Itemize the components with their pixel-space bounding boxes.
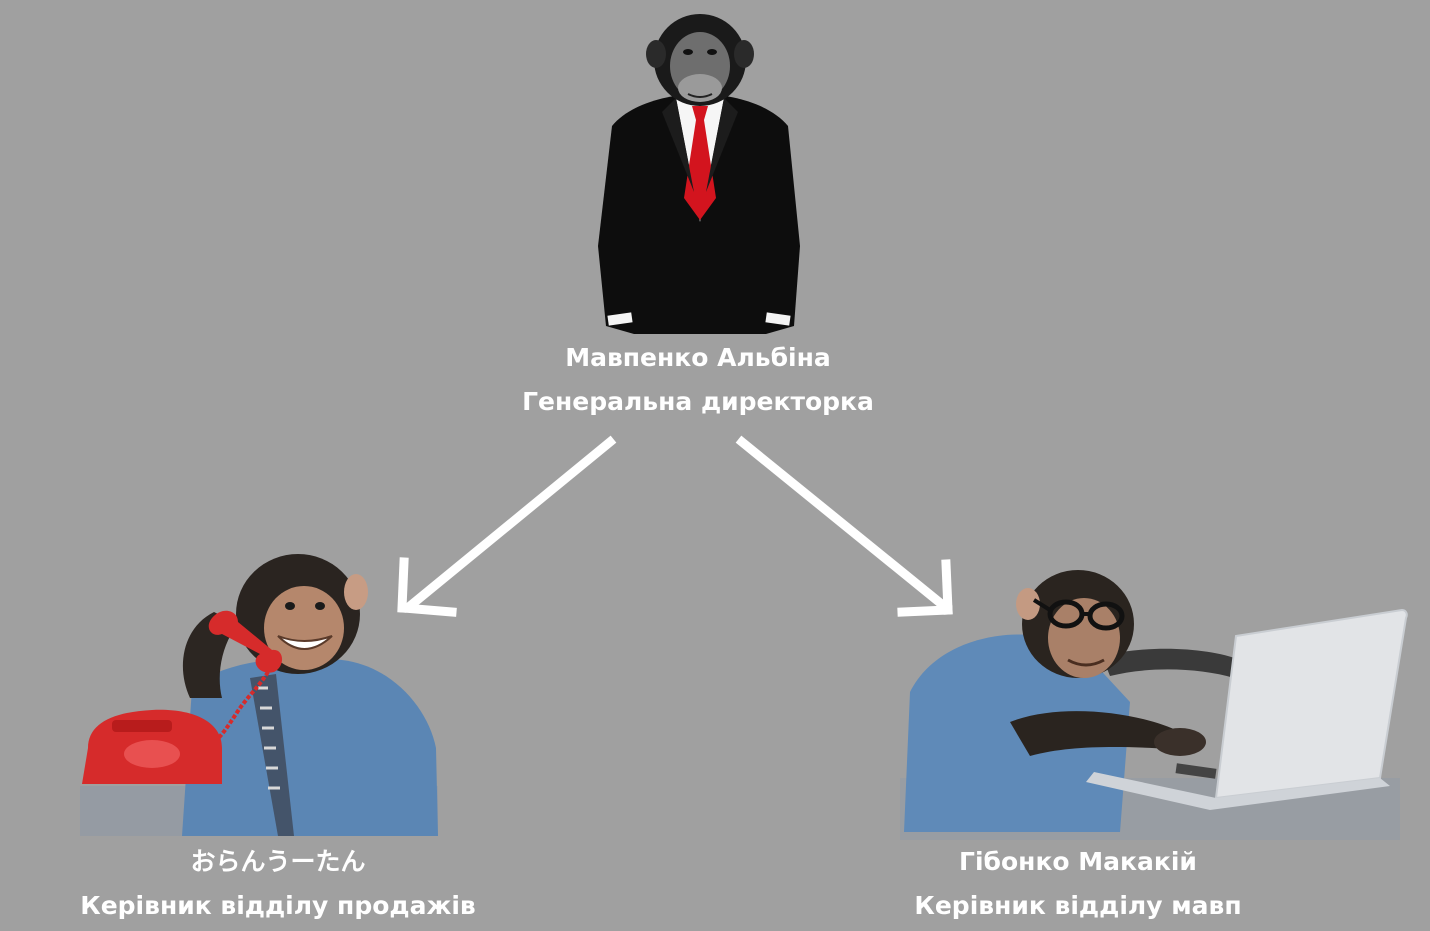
sales-head-name: おらんうーたん <box>190 847 366 876</box>
arrow-to-monkey-dept-head <box>735 435 953 617</box>
grin <box>277 635 333 650</box>
left-cuff <box>607 312 633 326</box>
monkey-dept-head-node: Гібонко Макакій Керівник відділу мавп <box>858 840 1298 928</box>
monkey-dept-head-name: Гібонко Макакій <box>959 847 1197 876</box>
monkey-dept-head-title: Керівник відділу мавп <box>914 891 1242 920</box>
laptop-base <box>1086 772 1390 810</box>
arrow-to-sales-head <box>397 435 617 617</box>
right-cuff <box>765 312 791 326</box>
red-tie <box>684 106 716 220</box>
sales-head-title: Керівник відділу продажів <box>80 891 476 920</box>
director-title: Генеральна директорка <box>522 387 874 416</box>
laptop-screen <box>1214 608 1408 800</box>
sales-head-node: おらんうーたん Керівник відділу продажів <box>48 840 508 928</box>
chimp-in-suit-figure <box>598 14 800 334</box>
director-node: Мавпенко Альбіна Генеральна директорка <box>478 336 918 424</box>
chimp-with-laptop-figure <box>900 570 1408 840</box>
chimp-face <box>1048 598 1120 678</box>
glasses-icon <box>1032 598 1125 631</box>
phone-handset <box>208 610 283 673</box>
director-name: Мавпенко Альбіна <box>565 343 831 372</box>
chimp-with-phone-figure <box>80 554 438 836</box>
